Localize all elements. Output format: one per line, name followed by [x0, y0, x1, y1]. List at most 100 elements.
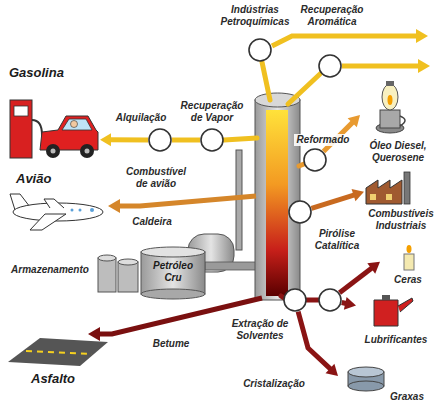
- oil-lamp: [388, 95, 393, 105]
- outflow-arrows: [342, 64, 418, 69]
- circle-outline: [289, 201, 311, 223]
- process-circle: Recuperação de Vapor: [200, 128, 224, 152]
- stream-label: Caldeira: [126, 216, 178, 228]
- arrow-head: [367, 262, 380, 274]
- process-label: Recuperação de Vapor: [176, 100, 248, 123]
- flow-arrow: [172, 138, 200, 143]
- circle-outline: [249, 39, 271, 61]
- fuel-pump: [14, 106, 28, 116]
- candle: [407, 245, 412, 253]
- candle: [404, 254, 414, 270]
- feed-pipe: [205, 262, 257, 270]
- flow-arrow: [298, 312, 331, 370]
- circle-outline: [319, 55, 341, 77]
- flow-arrow: [109, 137, 148, 142]
- product-box: Avião: [5, 170, 115, 232]
- outflow-arrows: [416, 29, 428, 43]
- process-label: Reformado: [294, 134, 352, 146]
- oil-can: [398, 298, 413, 312]
- distillation-column: [255, 93, 300, 300]
- product-label: Graxas: [382, 391, 432, 403]
- circle-outline: [248, 38, 272, 62]
- factory: [366, 180, 402, 204]
- arrow-head: [344, 297, 356, 310]
- outflow-arrows: [88, 327, 100, 341]
- product-label: Gasolina: [8, 66, 82, 81]
- circle-outline: [201, 129, 223, 151]
- process-label: Indústrias Petroquímicas: [215, 4, 295, 27]
- outflow-arrows: [88, 29, 430, 341]
- product-box: Combustíveis Industriais: [364, 176, 440, 242]
- oil-lamp: [386, 81, 394, 86]
- factory: [370, 194, 376, 200]
- arrow-head: [352, 189, 364, 201]
- circle-outline: [288, 200, 312, 224]
- airplane: [10, 194, 103, 230]
- flow-arrow: [340, 267, 373, 292]
- feed-pipe: [205, 262, 257, 270]
- process-circle: Pirólise Catalítica: [288, 200, 312, 224]
- storage-tanks: [98, 255, 138, 292]
- tank-top: [141, 247, 205, 257]
- tank-body: [141, 252, 205, 294]
- circle-outline: [319, 289, 341, 311]
- car: [85, 149, 90, 154]
- factory: [404, 172, 410, 204]
- process-circle: Alquilação: [148, 128, 172, 152]
- airplane: [44, 199, 64, 208]
- product-box: Ceras: [380, 246, 436, 290]
- distillation-column: [255, 100, 300, 300]
- process-label: Alquilação: [108, 112, 174, 124]
- factory: [386, 194, 392, 200]
- airplane: [79, 209, 82, 212]
- product-box: Lubrificantes: [356, 294, 436, 352]
- process-circle: Indústrias Petroquímicas: [248, 38, 272, 62]
- process-label: Cristalização: [238, 378, 310, 390]
- process-pipes: [307, 298, 318, 303]
- outflow-arrows: [272, 36, 416, 46]
- outflow-arrows: [120, 196, 256, 206]
- car: [46, 144, 60, 158]
- process-circle: Reformado: [303, 148, 327, 172]
- process-label: Recuperação Aromática: [292, 4, 372, 27]
- car: [40, 116, 98, 158]
- product-label: Petróleo Cru: [143, 260, 203, 283]
- stream-label: Combustível de avião: [120, 166, 192, 189]
- process-pipes: [224, 138, 257, 140]
- product-label: Óleo Diesel, Querosene: [362, 140, 434, 163]
- outflow-arrows: [418, 59, 430, 73]
- product-label: Avião: [15, 172, 75, 187]
- circle-outline: [149, 129, 171, 151]
- storage-tanks: [118, 259, 138, 265]
- grease-tin: [348, 367, 384, 391]
- arrow-head: [326, 364, 338, 376]
- circle-outline: [200, 128, 224, 152]
- tank-base: [141, 289, 205, 299]
- storage-tanks: [98, 255, 116, 261]
- oil-can: [374, 300, 398, 326]
- oil-can: [382, 295, 390, 300]
- storage-tanks: [118, 262, 138, 292]
- circle-outline: [304, 149, 326, 171]
- oil-lamp: [382, 84, 398, 110]
- product-box: Graxas: [338, 358, 436, 408]
- storage-tanks: [98, 258, 116, 292]
- product-label: Lubrificantes: [358, 334, 434, 346]
- product-label: Combustíveis Industriais: [364, 208, 438, 231]
- candle: [404, 245, 414, 270]
- outflow-arrows: [108, 199, 120, 213]
- process-pipes: [224, 62, 320, 300]
- process-circle: Cristalização: [318, 288, 342, 312]
- airplane: [30, 214, 66, 230]
- oil-lamp: [380, 110, 400, 128]
- arrow-head: [348, 115, 360, 127]
- airplane: [90, 208, 94, 212]
- car: [80, 144, 94, 158]
- crude-tank: Petróleo Cru: [140, 246, 206, 300]
- circle-outline: [318, 54, 342, 78]
- circle-outline: [303, 148, 327, 172]
- stream-label: Armazenamento: [4, 264, 96, 276]
